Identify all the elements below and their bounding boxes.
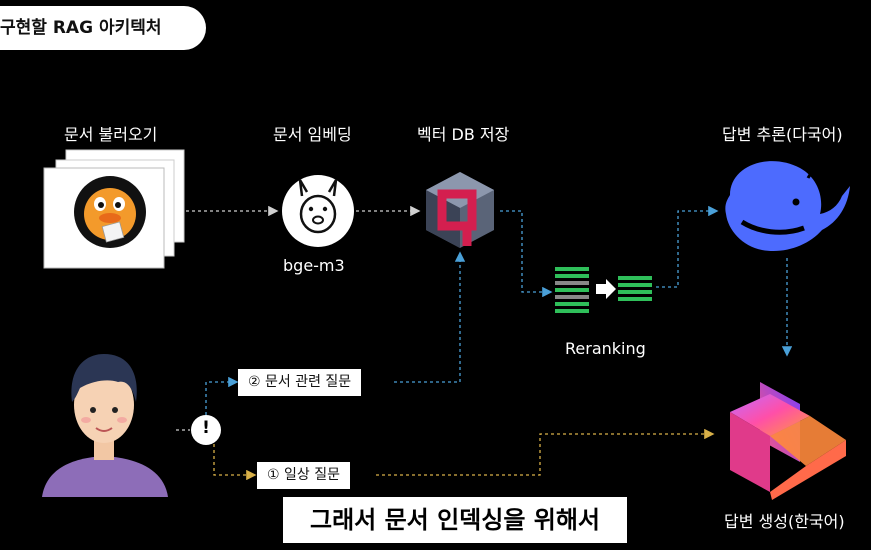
vector-db-icon: [426, 172, 494, 248]
caption-banner: 그래서 문서 인덱싱을 위해서: [283, 497, 627, 543]
embed-model-label: bge-m3: [283, 256, 345, 275]
flow-router-to-daily-query: [213, 444, 257, 481]
document-stack-icon: [43, 149, 185, 269]
whale-llm-icon: [725, 161, 850, 252]
router-symbol: !: [202, 418, 210, 438]
flow-daily-query-to-generate: [376, 428, 715, 476]
step-label-generate: 답변 생성(한국어): [724, 512, 845, 531]
query-daily-box: ① 일상 질문: [257, 462, 350, 489]
user-avatar: [42, 354, 168, 497]
step-label-infer: 답변 추론(다국어): [722, 125, 843, 144]
flow-doc-query-to-store: [394, 251, 466, 383]
page-title: 구현할 RAG 아키텍처: [0, 6, 206, 50]
step-label-store: 벡터 DB 저장: [417, 125, 510, 144]
flow-store-to-rerank: [500, 210, 553, 298]
router-node: [191, 415, 221, 445]
rerank-input-bars: [555, 267, 589, 313]
flow-router-to-doc-query: [205, 376, 239, 415]
llama-model-icon: [282, 175, 354, 247]
flow-rerank-to-infer: [656, 205, 719, 288]
rerank-label: Reranking: [565, 339, 646, 358]
generation-llm-icon: [730, 382, 846, 500]
step-label-load: 문서 불러오기: [64, 125, 158, 144]
rerank-arrow-icon: [596, 279, 616, 299]
rerank-output-bars: [618, 276, 652, 301]
query-doc-box: ② 문서 관련 질문: [238, 369, 362, 396]
step-label-embed: 문서 임베딩: [273, 125, 352, 144]
